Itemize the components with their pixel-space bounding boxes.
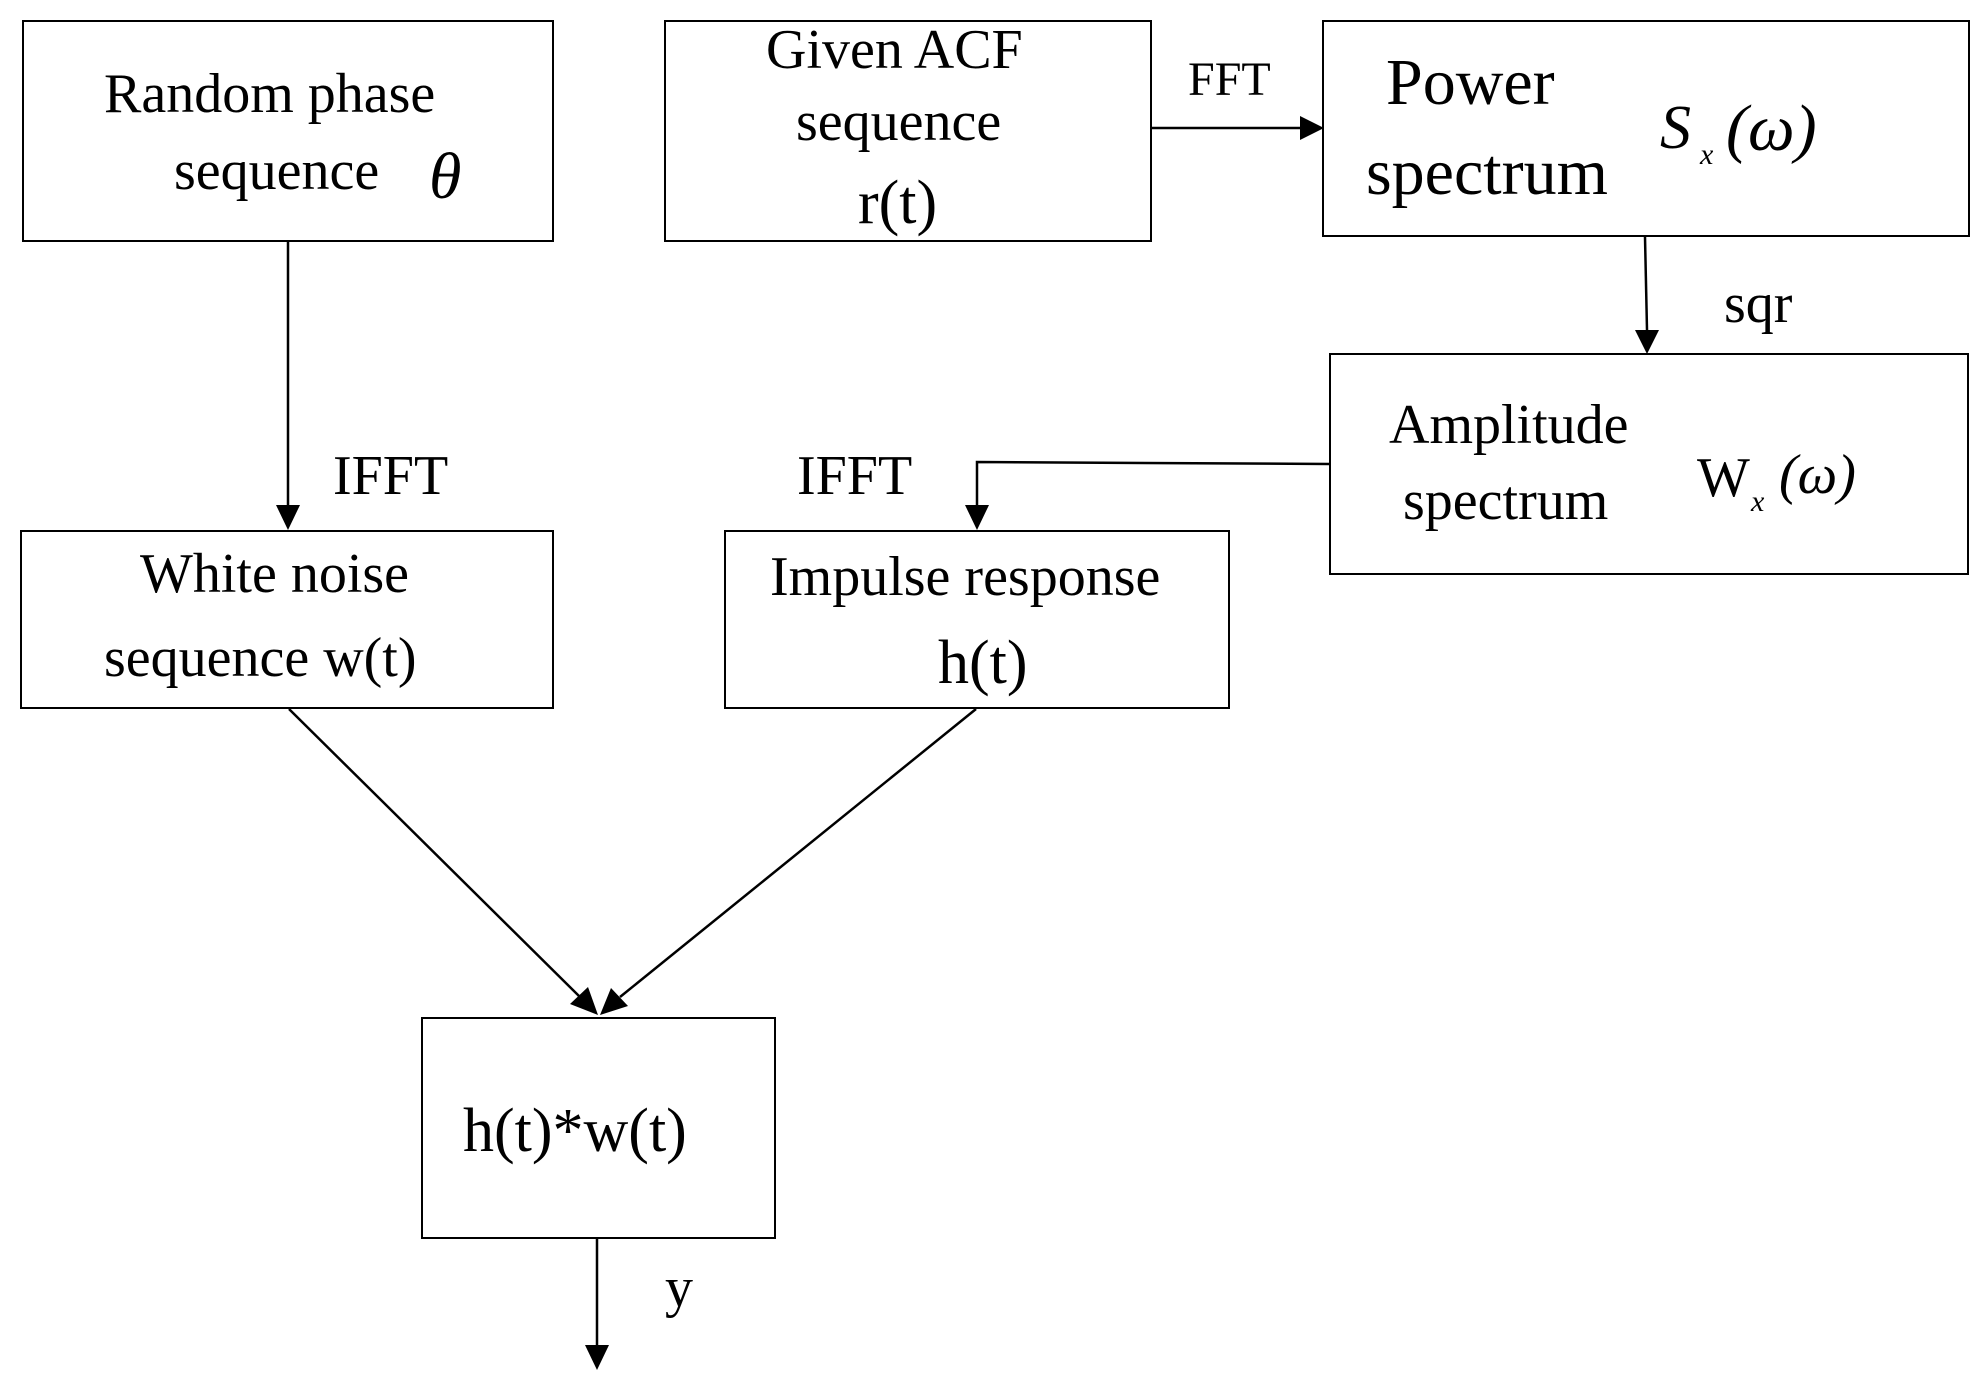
theta-symbol: θ [429,140,462,213]
fft-edge-label: FFT [1188,53,1271,106]
ifft-left-edge-label: IFFT [333,445,449,507]
arrowhead-amplitude [1635,330,1659,354]
random-phase-line2: sequence [174,140,380,202]
impulse-response-line1: Impulse response [770,546,1161,608]
amplitude-spectrum-box: Amplitude spectrum W x (ω) [1329,353,1969,575]
power-spectrum-subscript: x [1700,138,1714,171]
arrow-amplitude-to-impulse [975,460,1331,505]
convolution-box: h(t)*w(t) [421,1017,776,1239]
amplitude-spectrum-symbol: W [1697,447,1750,509]
power-spectrum-line2: spectrum [1366,136,1608,209]
white-noise-line1: White noise [140,543,410,605]
amplitude-spectrum-line2: spectrum [1403,470,1609,532]
amplitude-spectrum-line1: Amplitude [1389,394,1629,456]
arrow-power-to-amplitude [1643,236,1649,331]
amplitude-spectrum-argument: (ω) [1779,444,1856,506]
impulse-response-line2: h(t) [938,629,1028,697]
arrowhead-power-spectrum [1300,116,1324,140]
random-phase-box: Random phase sequence θ [22,20,554,242]
white-noise-line2: sequence w(t) [104,627,417,689]
random-phase-line1: Random phase [104,63,436,125]
power-spectrum-symbol: S [1660,94,1691,162]
power-spectrum-argument: (ω) [1726,92,1817,165]
arrowhead-convolution-right [600,988,628,1015]
power-spectrum-line1: Power [1386,46,1555,119]
given-acf-line1: Given ACF [766,19,1023,81]
arrowhead-white-noise [276,505,300,530]
ifft-right-edge-label: IFFT [797,445,913,507]
impulse-response-box: Impulse response h(t) [724,530,1230,709]
arrowhead-output [585,1345,609,1370]
given-acf-line2: sequence [796,91,1002,153]
sqr-edge-label: sqr [1724,273,1793,335]
power-spectrum-box: Power spectrum S x (ω) [1322,20,1970,237]
arrow-impulse-to-convolution [619,708,977,998]
given-acf-line3: r(t) [858,169,938,237]
given-acf-box: Given ACF sequence r(t) [664,20,1152,242]
white-noise-box: White noise sequence w(t) [20,530,554,709]
arrowhead-convolution-left [570,987,598,1015]
convolution-label: h(t)*w(t) [463,1097,687,1165]
arrowhead-impulse [965,505,989,530]
arrow-white-noise-to-convolution [288,708,581,998]
output-edge-label: y [665,1257,693,1319]
amplitude-spectrum-subscript: x [1751,485,1765,518]
